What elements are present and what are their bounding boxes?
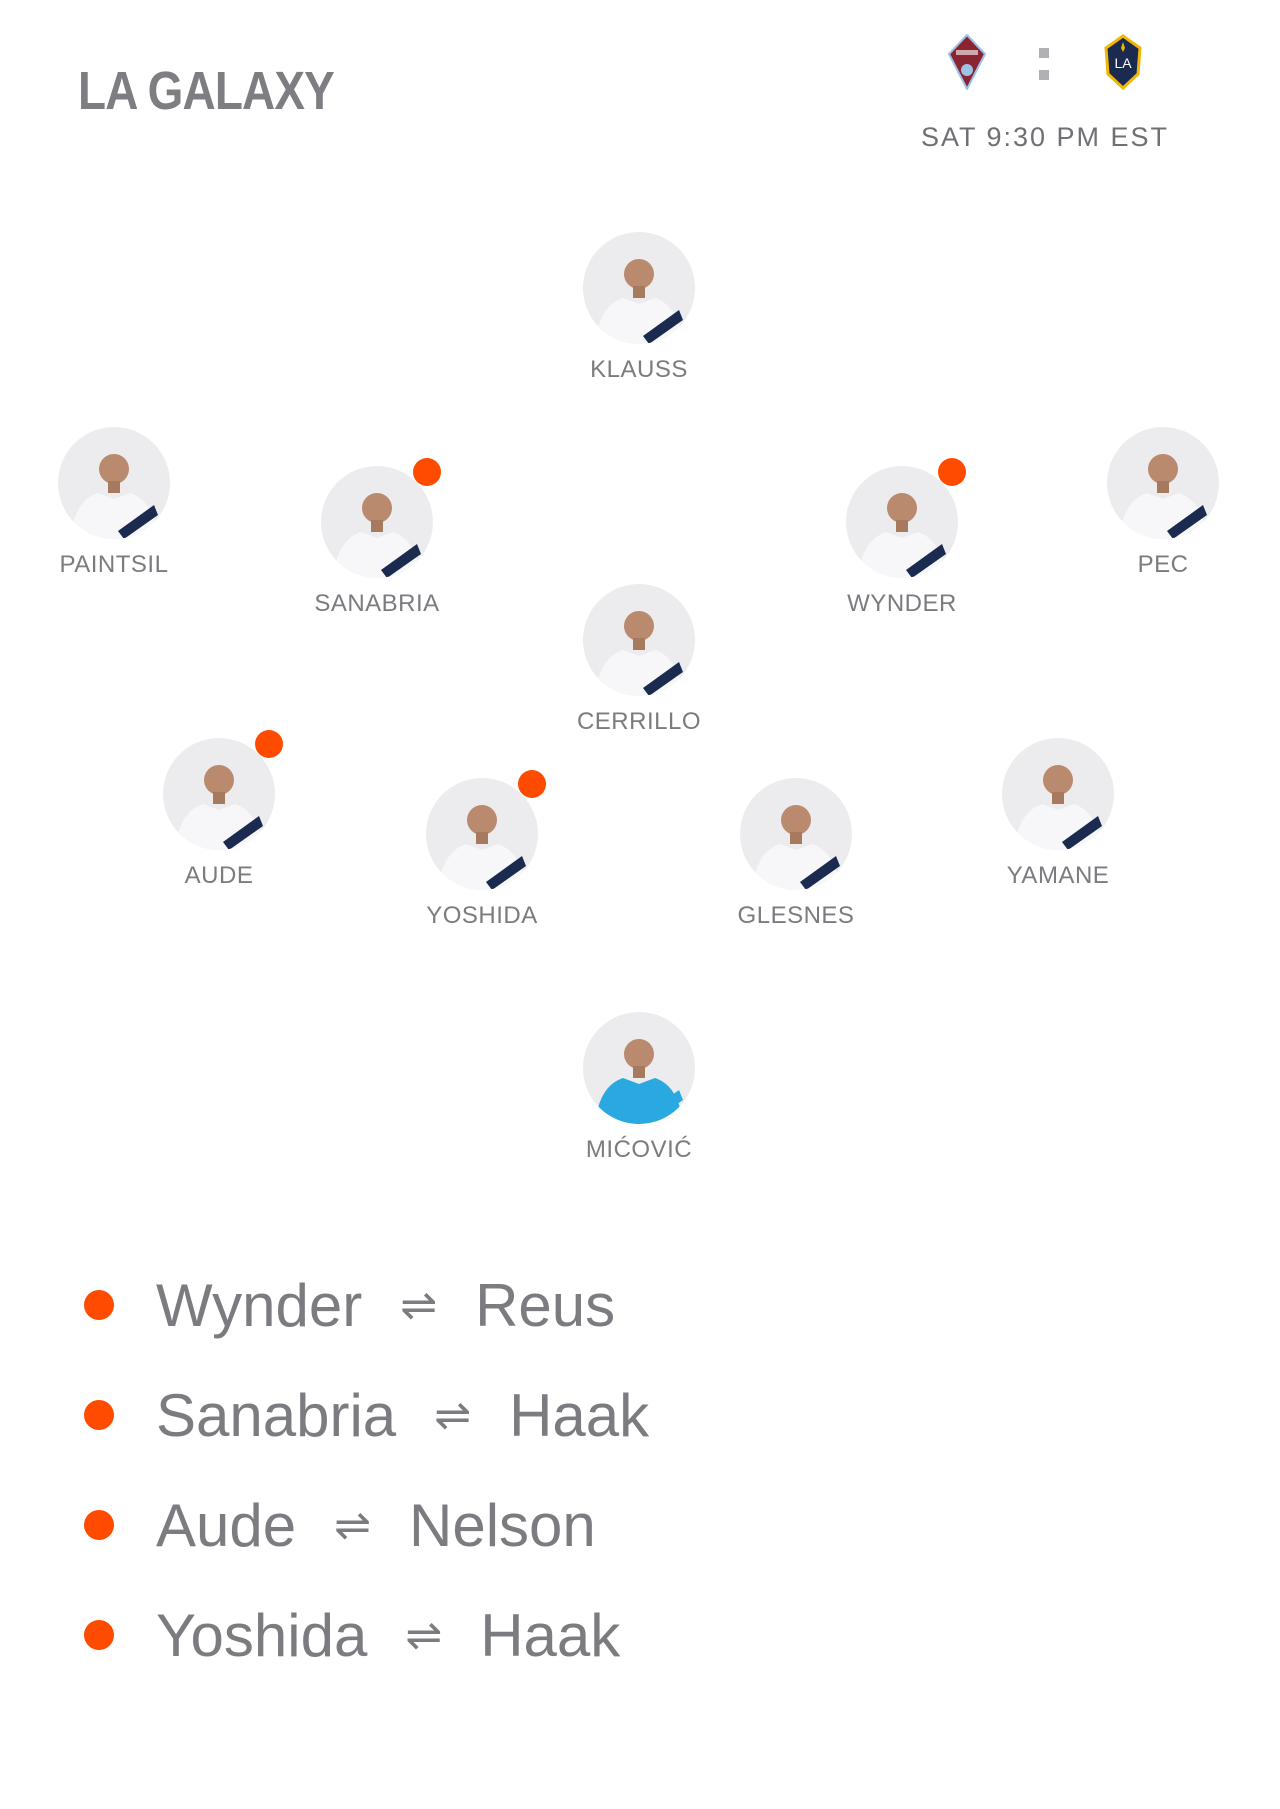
- player-out: Yoshida: [156, 1601, 368, 1669]
- bullet-icon: [84, 1400, 114, 1430]
- player-photo-icon: [595, 611, 683, 696]
- player-photo-icon: [752, 805, 840, 890]
- substitution-row: Aude ⇌ Nelson: [84, 1470, 649, 1580]
- player-in: Haak: [509, 1381, 650, 1449]
- player-photo-icon: [595, 1039, 683, 1124]
- player-photo-icon: [70, 454, 158, 539]
- player-avatar: [321, 466, 433, 578]
- player-2[interactable]: SANABRIA: [277, 458, 477, 618]
- bullet-icon: [84, 1510, 114, 1540]
- team-title: LA GALAXY: [78, 61, 335, 121]
- player-in: Haak: [480, 1601, 621, 1669]
- player-avatar: [583, 584, 695, 696]
- player-7[interactable]: YOSHIDA: [382, 770, 582, 930]
- player-9[interactable]: YAMANE: [958, 738, 1158, 890]
- substitution-row: Sanabria ⇌ Haak: [84, 1360, 649, 1470]
- player-4[interactable]: PEC: [1063, 427, 1263, 579]
- player-name: YAMANE: [1006, 862, 1110, 889]
- player-8[interactable]: GLESNES: [696, 778, 896, 930]
- player-photo-icon: [858, 493, 946, 578]
- colorado-rapids-crest-icon: [947, 34, 987, 90]
- player-photo-icon: [1119, 454, 1207, 539]
- player-photo-icon: [1014, 765, 1102, 850]
- player-name: AUDE: [184, 862, 254, 889]
- substitutions-list: Wynder ⇌ Reus Sanabria ⇌ Haak Aude ⇌ Nel…: [84, 1250, 649, 1690]
- svg-text:LA: LA: [1114, 55, 1132, 71]
- player-name: MIĆOVIĆ: [585, 1136, 693, 1163]
- player-6[interactable]: AUDE: [119, 730, 319, 890]
- player-out: Aude: [156, 1491, 297, 1559]
- player-in: Reus: [475, 1271, 616, 1339]
- player-name: YOSHIDA: [426, 902, 538, 929]
- player-name: CERRILLO: [576, 708, 702, 735]
- kickoff-time: SAT 9:30 PM EST: [920, 122, 1170, 152]
- player-avatar: [740, 778, 852, 890]
- player-avatar: [846, 466, 958, 578]
- player-3[interactable]: WYNDER: [802, 458, 1002, 618]
- player-photo-icon: [438, 805, 526, 890]
- player-avatar: [1107, 427, 1219, 539]
- substituted-indicator-icon: [518, 770, 546, 798]
- player-10[interactable]: MIĆOVIĆ: [539, 1012, 739, 1164]
- player-avatar: [58, 427, 170, 539]
- player-name: PEC: [1137, 551, 1189, 578]
- substitution-row: Yoshida ⇌ Haak: [84, 1580, 649, 1690]
- player-photo-icon: [595, 259, 683, 344]
- player-name: GLESNES: [737, 902, 855, 929]
- substitution-row: Wynder ⇌ Reus: [84, 1250, 649, 1360]
- substituted-indicator-icon: [255, 730, 283, 758]
- player-avatar: [163, 738, 275, 850]
- player-out: Sanabria: [156, 1381, 397, 1449]
- player-avatar: [583, 232, 695, 344]
- substituted-indicator-icon: [938, 458, 966, 486]
- swap-icon: ⇌: [400, 1280, 438, 1330]
- player-avatar: [1002, 738, 1114, 850]
- player-5[interactable]: CERRILLO: [539, 584, 739, 736]
- player-0[interactable]: KLAUSS: [539, 232, 739, 384]
- swap-icon: ⇌: [405, 1610, 443, 1660]
- player-photo-icon: [175, 765, 263, 850]
- score-separator: [1039, 48, 1051, 80]
- substituted-indicator-icon: [413, 458, 441, 486]
- swap-icon: ⇌: [434, 1390, 472, 1440]
- player-name: WYNDER: [847, 590, 957, 617]
- swap-icon: ⇌: [334, 1500, 372, 1550]
- player-in: Nelson: [409, 1491, 596, 1559]
- la-galaxy-crest-icon: LA: [1104, 34, 1142, 90]
- player-avatar: [426, 778, 538, 890]
- bullet-icon: [84, 1290, 114, 1320]
- player-avatar: [583, 1012, 695, 1124]
- player-name: KLAUSS: [590, 356, 688, 383]
- player-out: Wynder: [156, 1271, 363, 1339]
- player-1[interactable]: PAINTSIL: [14, 427, 214, 579]
- player-name: PAINTSIL: [59, 551, 169, 578]
- bullet-icon: [84, 1620, 114, 1650]
- player-name: SANABRIA: [314, 590, 440, 617]
- player-photo-icon: [333, 493, 421, 578]
